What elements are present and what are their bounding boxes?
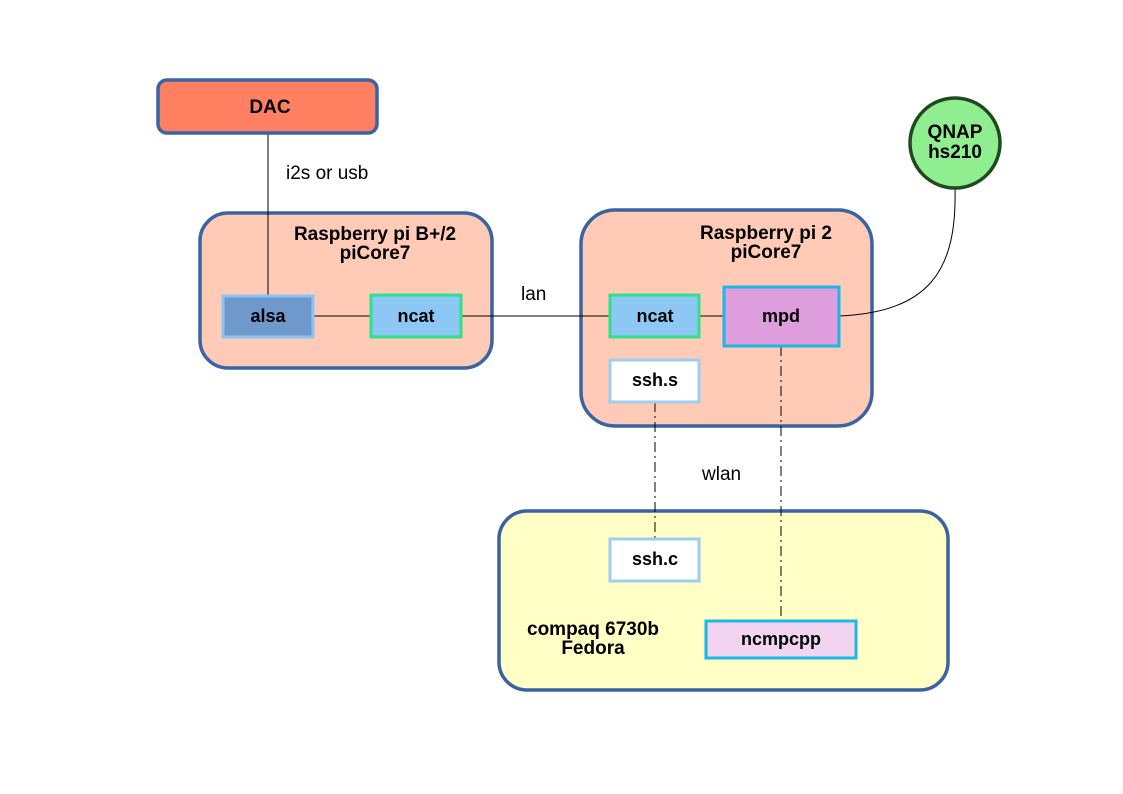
ncmpcpp-box: [704, 619, 858, 660]
wlan-label: wlan: [701, 464, 741, 485]
pi-2-title-line1: Raspberry pi 2: [700, 223, 832, 244]
ncat-left-label: ncat: [397, 306, 434, 326]
mpd-box: [722, 285, 841, 348]
ncat-right-label: ncat: [636, 306, 673, 326]
ssh-client-box: [608, 537, 701, 583]
ncmpcpp-label: ncmpcpp: [741, 629, 821, 649]
qnap-label-line2: hs210: [928, 142, 982, 163]
dac-link-label: i2s or usb: [286, 163, 368, 184]
pi-b-title-line1: Raspberry pi B+/2: [294, 224, 456, 245]
alsa-box: [221, 294, 315, 339]
ssh-client-label: ssh.c: [632, 549, 678, 569]
laptop-title-line1: compaq 6730b: [527, 619, 659, 640]
ssh-server-box: [608, 358, 701, 404]
laptop-title-line2: Fedora: [561, 638, 625, 659]
pi-2-title-line2: piCore7: [731, 242, 802, 263]
ssh-server-label: ssh.s: [632, 370, 678, 390]
qnap-node: [908, 96, 1002, 190]
compaq-laptop-container: [497, 509, 950, 692]
ncat-left-box: [369, 293, 463, 339]
dac-box: [156, 78, 379, 135]
alsa-label: alsa: [250, 306, 286, 326]
ncat-right-box: [608, 293, 701, 339]
pi-b-title-line2: piCore7: [340, 243, 411, 264]
mpd-qnap-link: [838, 187, 956, 317]
lan-label: lan: [521, 284, 546, 305]
qnap-label-line1: QNAP: [928, 122, 983, 143]
mpd-label: mpd: [762, 306, 800, 326]
dac-label: DAC: [249, 97, 290, 118]
